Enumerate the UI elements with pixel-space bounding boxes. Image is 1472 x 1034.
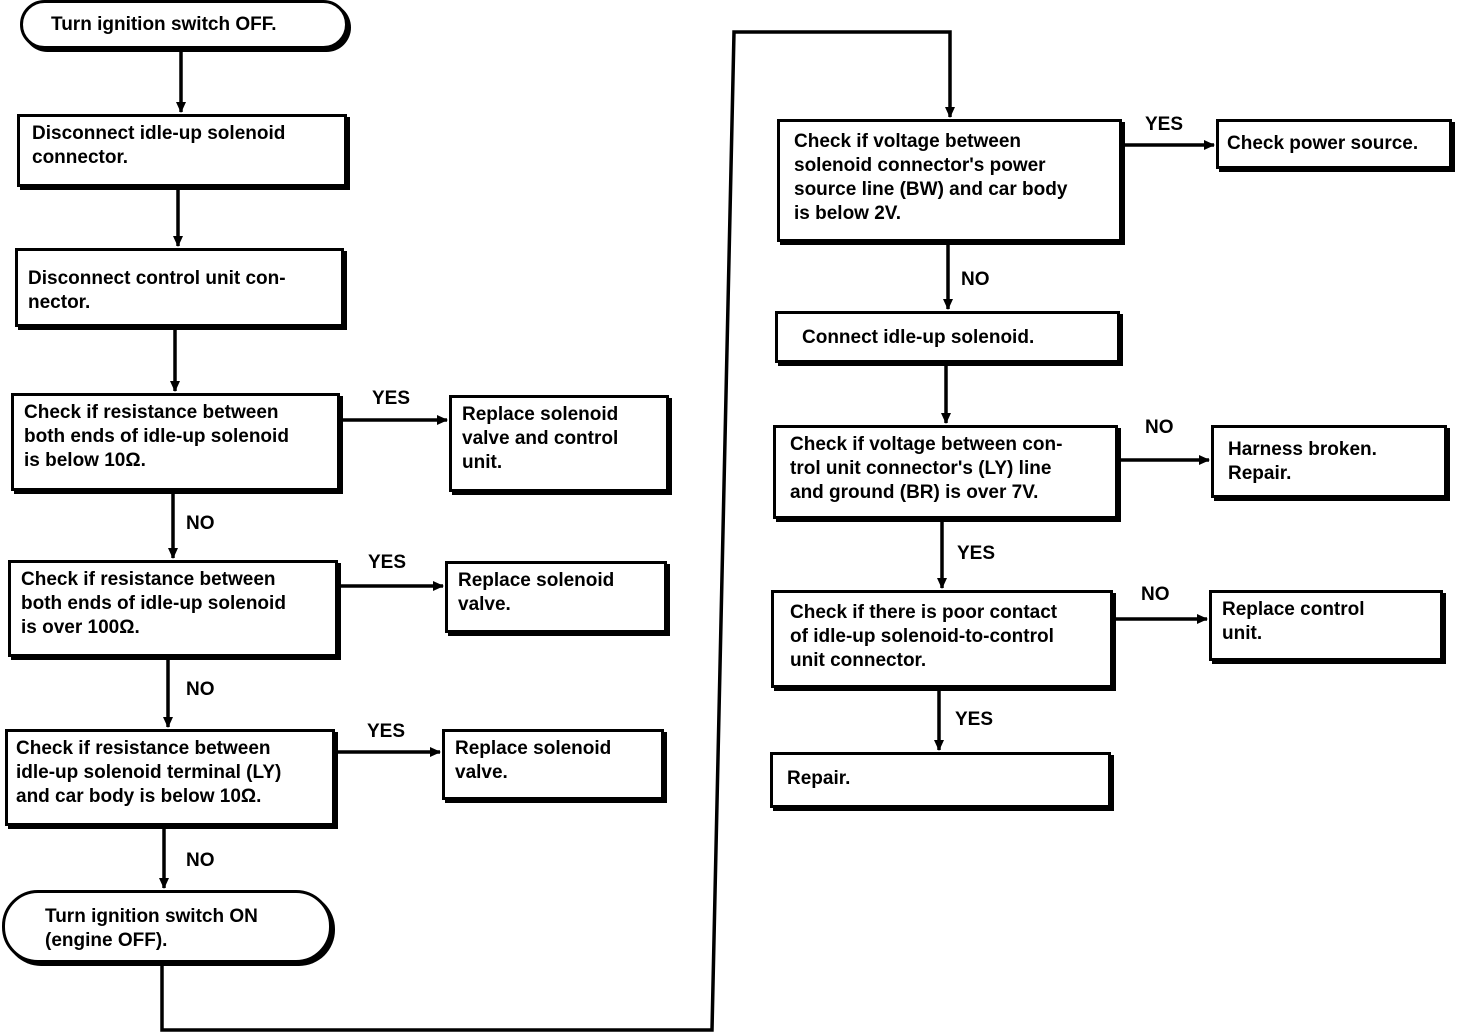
replace-control-unit-node: Replace control unit. [1209,590,1443,661]
edge-label-no: NO [186,850,215,871]
check-voltage-ly-node: Check if voltage between con- trol unit … [773,425,1118,519]
edge-label-yes: YES [368,552,407,573]
replace-valve-node-2: Replace solenoid valve. [442,729,664,800]
disconnect-control-unit-node: Disconnect control unit con- nector. [15,248,344,327]
replace-valve-node-1: Replace solenoid valve. [445,561,667,633]
disconnect-solenoid-node: Disconnect idle-up solenoid connector. [17,114,347,187]
ignition-on-node: Turn ignition switch ON (engine OFF). [2,890,332,963]
repair-node: Repair. [770,752,1111,808]
check-power-source-node: Check power source. [1216,119,1452,169]
edge-label-no: NO [1145,417,1174,438]
check-poor-contact-node: Check if there is poor contact of idle-u… [771,590,1113,688]
check-resistance-over-100-node: Check if resistance between both ends of… [8,560,338,657]
check-resistance-terminal-node: Check if resistance between idle-up sole… [5,729,335,826]
check-resistance-below-10-node: Check if resistance between both ends of… [11,393,340,491]
harness-broken-node: Harness broken. Repair. [1211,425,1447,498]
edge-label-no: NO [186,679,215,700]
line-ignition-to-right-column [160,30,955,1032]
edge-label-yes: YES [955,709,994,730]
edge-label-yes: YES [372,388,411,409]
edge-label-no: NO [1141,584,1170,605]
edge-label-no: NO [961,269,990,290]
replace-valve-and-unit-node: Replace solenoid valve and control unit. [449,395,669,492]
check-voltage-bw-node: Check if voltage between solenoid connec… [777,119,1122,242]
edge-label-no: NO [186,513,215,534]
edge-label-yes: YES [367,721,406,742]
connect-solenoid-node: Connect idle-up solenoid. [775,311,1120,363]
edge-label-yes: YES [1145,114,1184,135]
start-node: Turn ignition switch OFF. [20,0,348,49]
edge-label-yes: YES [957,543,996,564]
